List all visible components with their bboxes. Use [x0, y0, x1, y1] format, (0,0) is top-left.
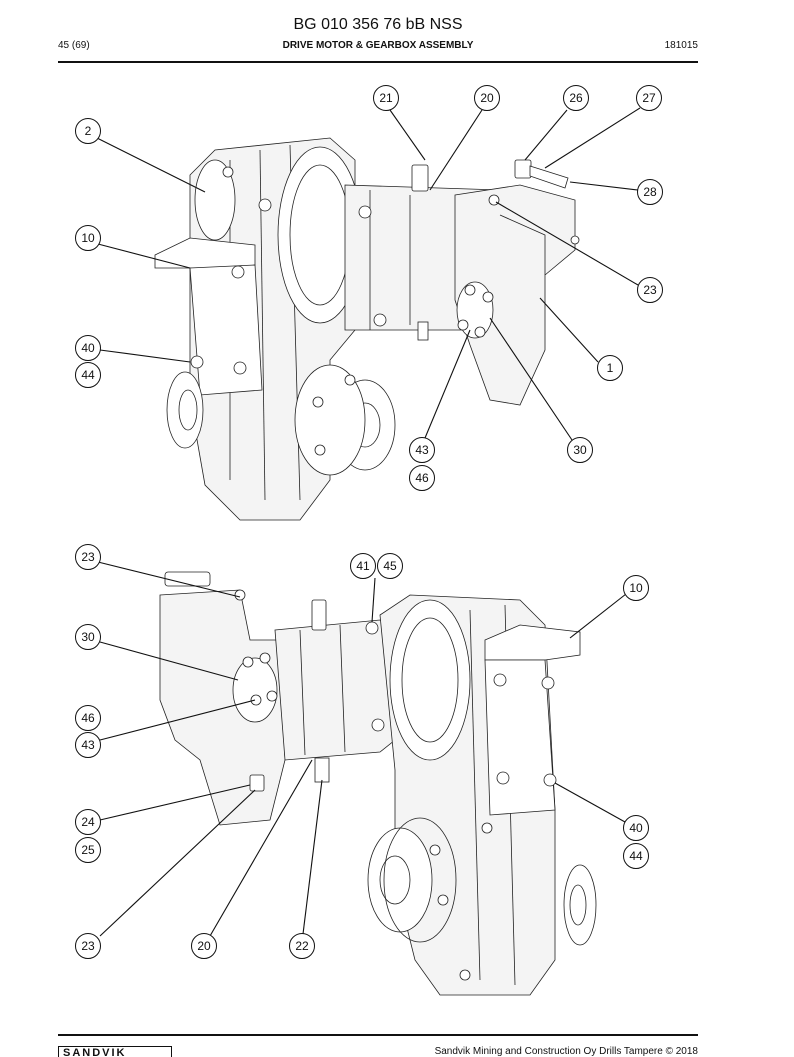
bottom-gearbox-drawing — [159, 571, 597, 996]
section-title: DRIVE MOTOR & GEARBOX ASSEMBLY — [282, 40, 474, 51]
footer-rule — [58, 1034, 698, 1036]
sandvik-logo: SANDVIK — [58, 1046, 172, 1057]
callout-41: 41 — [350, 553, 376, 579]
page-reference: 45 (69) — [58, 40, 90, 51]
callout-45: 45 — [377, 553, 403, 579]
callout-20: 20 — [191, 933, 217, 959]
header-rule — [58, 61, 698, 63]
callout-40: 40 — [75, 335, 101, 361]
callout-24: 24 — [75, 809, 101, 835]
callout-25: 25 — [75, 837, 101, 863]
callout-27: 27 — [636, 85, 662, 111]
callout-23: 23 — [637, 277, 663, 303]
callout-1: 1 — [597, 355, 623, 381]
callout-21: 21 — [373, 85, 399, 111]
callout-28: 28 — [637, 179, 663, 205]
callout-44: 44 — [623, 843, 649, 869]
callout-22: 22 — [289, 933, 315, 959]
callout-10: 10 — [75, 225, 101, 251]
callout-2: 2 — [75, 118, 101, 144]
callout-44: 44 — [75, 362, 101, 388]
callout-46: 46 — [409, 465, 435, 491]
callout-46: 46 — [75, 705, 101, 731]
callout-43: 43 — [75, 732, 101, 758]
document-number: BG 010 356 76 bB NSS — [293, 16, 463, 33]
revision-code: 181015 — [664, 40, 698, 51]
callout-26: 26 — [563, 85, 589, 111]
callout-23: 23 — [75, 544, 101, 570]
callout-10: 10 — [623, 575, 649, 601]
top-gearbox-drawing — [154, 137, 580, 521]
callout-43: 43 — [409, 437, 435, 463]
callout-40: 40 — [623, 815, 649, 841]
callout-20: 20 — [474, 85, 500, 111]
header-row: 45 (69) DRIVE MOTOR & GEARBOX ASSEMBLY 1… — [58, 40, 698, 54]
callout-30: 30 — [75, 624, 101, 650]
footer-copyright: Sandvik Mining and Construction Oy Drill… — [434, 1046, 698, 1057]
callout-23: 23 — [75, 933, 101, 959]
callout-30: 30 — [567, 437, 593, 463]
